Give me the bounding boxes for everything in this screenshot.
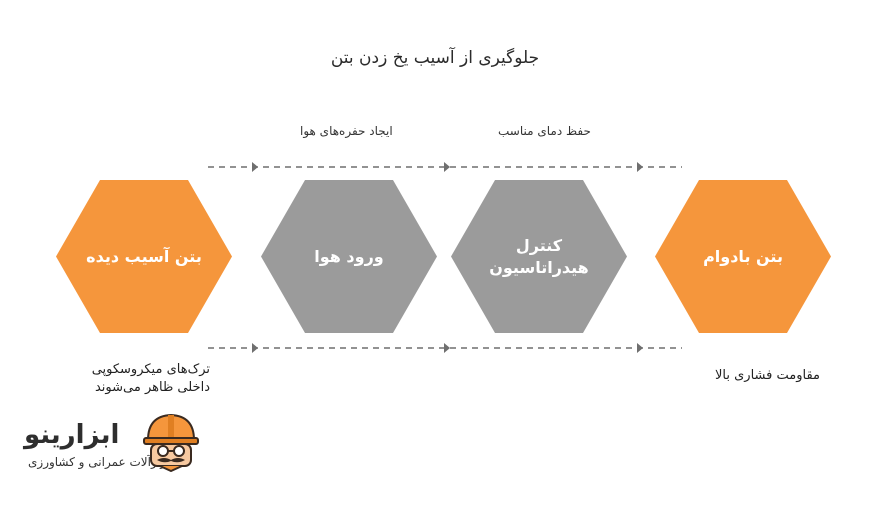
diagram-title: جلوگیری از آسیب یخ زدن بتن — [330, 48, 540, 68]
hardhat-mascot-icon — [142, 410, 200, 473]
arrow-right-icon — [637, 162, 643, 172]
damage-description-line-1: ترک‌های میکروسکوپی — [91, 362, 210, 377]
brand-name: ابزارینو — [24, 420, 120, 450]
durable-description: مقاومت فشاری بالا — [715, 368, 820, 383]
damage-description: ترک‌های میکروسکوپی داخلی ظاهر می‌شوند — [60, 361, 210, 397]
hexagon-label: ورود هوا — [314, 246, 384, 266]
hexagon-shape — [451, 180, 627, 333]
top-dashed-connector — [200, 159, 690, 175]
hexagon-label: بتن بادوام — [703, 246, 783, 266]
hexagon-hydration-control: کنترل هیدراتاسیون — [451, 180, 627, 333]
hexagon-shape — [655, 180, 831, 333]
hexagon-shape — [56, 180, 232, 333]
arrow-right-icon — [444, 162, 450, 172]
hexagon-label: بتن آسیب دیده — [86, 246, 202, 266]
top-label-air-voids: ایجاد حفره‌های هوا — [300, 124, 393, 138]
hexagon-shape — [261, 180, 437, 333]
hexagon-damaged-concrete: بتن آسیب دیده — [56, 180, 232, 333]
arrow-right-icon — [637, 343, 643, 353]
hexagon-air-entry: ورود هوا — [261, 180, 437, 333]
brand-tagline: ابزارآلات عمرانی و کشاورزی — [28, 455, 174, 469]
arrow-right-icon — [252, 162, 258, 172]
hexagon-label: کنترل هیدراتاسیون — [489, 235, 589, 277]
hexagon-durable-concrete: بتن بادوام — [655, 180, 831, 333]
bottom-dashed-connector — [200, 340, 690, 356]
damage-description-line-2: داخلی ظاهر می‌شوند — [94, 380, 210, 396]
arrow-right-icon — [444, 343, 450, 353]
top-label-temperature: حفظ دمای مناسب — [498, 124, 591, 138]
arrow-right-icon — [252, 343, 258, 353]
